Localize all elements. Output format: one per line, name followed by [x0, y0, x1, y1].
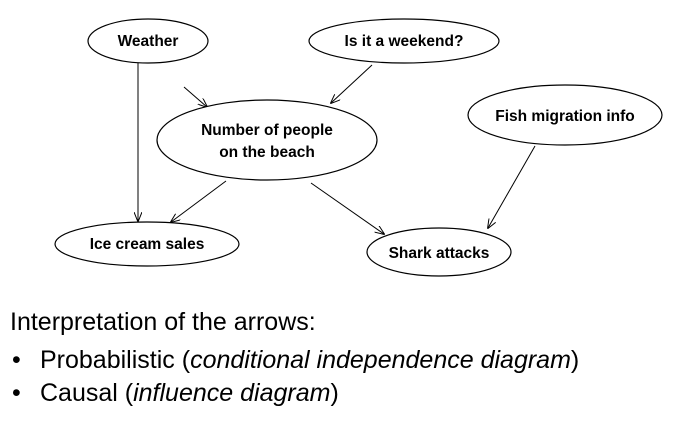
- notes-section: Interpretation of the arrows: • Probabil…: [10, 300, 680, 410]
- edge-beach-to-shark: [310, 182, 384, 234]
- node-weekend-label: Is it a weekend?: [345, 33, 464, 50]
- node-beach-label-line2: on the beach: [219, 144, 315, 161]
- node-icecream-label: Ice cream sales: [90, 236, 205, 253]
- note-prefix: Causal (: [40, 379, 134, 407]
- node-icecream: Ice cream sales: [54, 221, 240, 267]
- notes-heading: Interpretation of the arrows:: [10, 308, 316, 336]
- edge-weekend-to-beach: [331, 64, 373, 103]
- node-weather-label: Weather: [118, 33, 179, 50]
- note-emphasis: conditional independence diagram: [190, 346, 571, 374]
- note-prefix: Probabilistic (: [40, 346, 191, 374]
- note-suffix: ): [570, 346, 580, 374]
- node-beach: Number of people on the beach: [156, 99, 378, 181]
- note-emphasis: influence diagram: [133, 379, 331, 407]
- node-fish-label: Fish migration info: [495, 108, 635, 125]
- node-shark: Shark attacks: [366, 227, 512, 277]
- note-suffix: ): [330, 379, 339, 407]
- edge-weather-to-beach: [183, 86, 207, 107]
- influence-diagram: Weather Is it a weekend? Number of peopl…: [54, 18, 663, 277]
- bullet-icon: •: [12, 346, 21, 374]
- note-item-probabilistic: • Probabilistic (conditional independenc…: [10, 344, 680, 377]
- node-beach-label-line1: Number of people: [201, 122, 333, 139]
- edge-beach-to-icecream: [171, 180, 227, 222]
- bullet-icon: •: [12, 379, 21, 407]
- edge-fish-to-shark: [488, 145, 536, 228]
- node-shark-label: Shark attacks: [389, 245, 490, 262]
- node-fish: Fish migration info: [467, 84, 663, 146]
- node-weekend: Is it a weekend?: [308, 18, 500, 64]
- node-weather: Weather: [87, 18, 209, 64]
- note-item-causal: • Causal (influence diagram): [10, 377, 680, 410]
- notes-list: • Probabilistic (conditional independenc…: [10, 344, 680, 410]
